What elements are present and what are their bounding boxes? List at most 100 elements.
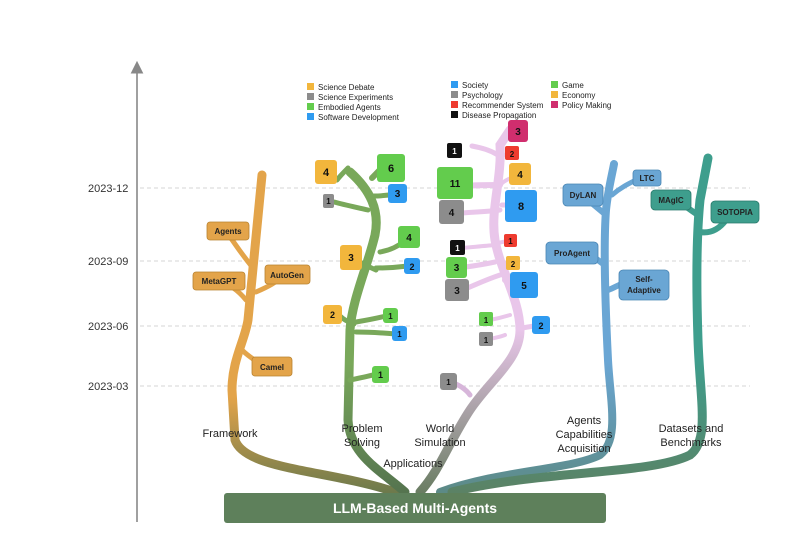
svg-text:Camel: Camel [260,363,284,372]
legend-swatch [451,101,458,108]
svg-text:11: 11 [450,179,461,190]
date-label: 2023-06 [88,321,128,333]
world-simulation-count: 4 [439,200,464,224]
world-simulation-count: 2 [532,316,550,334]
svg-text:3: 3 [395,189,401,200]
legend-swatch [307,103,314,110]
svg-text:AutoGen: AutoGen [270,271,304,280]
legend-entry: Society [462,81,488,90]
framework-item: Agents [206,221,250,241]
datasets-label: Benchmarks [660,437,722,449]
capabilities-item: LTC [632,169,662,187]
svg-text:1: 1 [326,197,331,206]
svg-text:2: 2 [511,260,516,269]
legend-swatch [451,91,458,98]
world-simulation-count: 3 [445,279,469,301]
svg-text:MetaGPT: MetaGPT [202,277,237,286]
date-label: 2023-12 [88,183,128,195]
svg-text:3: 3 [515,127,521,138]
datasets-item: MAgIC [650,189,692,211]
svg-text:2: 2 [538,321,543,331]
world-simulation-count: 1 [440,373,457,390]
legend-entry: Economy [562,91,595,100]
framework-item: Camel [251,356,293,377]
legend-swatch [307,83,314,90]
svg-text:4: 4 [406,233,412,244]
legend-entry: Embodied Agents [318,103,381,112]
legend-entry: Science Debate [318,83,375,92]
world-simulation-count: 1 [479,332,493,346]
world-simulation-label: World [426,423,455,435]
world-simulation-count: 4 [509,163,531,185]
legend-problem-solving: Science Debate Science Experiments Embod… [307,83,400,122]
svg-text:2: 2 [409,262,414,272]
framework-item: MetaGPT [192,271,246,291]
capabilities-item: DyLAN [562,183,604,207]
legend-entry: Policy Making [562,101,611,110]
legend-entry: Science Experiments [318,93,393,102]
legend-swatch [451,81,458,88]
problem-solving-count: 4 [398,226,420,248]
legend-entry: Game [562,81,584,90]
capabilities-item: ProAgent [545,241,599,265]
framework-item: AutoGen [264,264,311,285]
svg-text:1: 1 [455,244,460,253]
svg-text:1: 1 [446,378,451,387]
date-label: 2023-03 [88,381,128,393]
world-simulation-count: 1 [504,234,517,247]
problem-solving-count: 6 [377,154,405,182]
problem-solving-count: 1 [323,194,334,208]
svg-text:2: 2 [510,150,515,159]
svg-text:4: 4 [323,167,330,179]
world-simulation-count: 11 [437,167,473,199]
svg-text:Agents: Agents [214,227,242,236]
problem-solving-count: 4 [315,160,337,184]
problem-solving-count: 2 [323,305,342,324]
svg-text:1: 1 [397,330,402,339]
svg-text:3: 3 [454,286,460,297]
world-simulation-count: 8 [505,190,537,222]
problem-solving-count: 1 [392,326,407,341]
world-simulation-count: 1 [447,143,462,158]
legend-swatch [551,101,558,108]
problem-solving-count: 2 [404,258,420,274]
world-simulation-count: 5 [510,272,538,298]
world-simulation-count: 2 [506,256,520,270]
world-simulation-count: 1 [479,312,493,326]
legend-swatch [451,111,458,118]
legend-swatch [307,113,314,120]
problem-solving-count: 1 [383,308,398,323]
problem-solving-count: 3 [388,184,407,203]
svg-text:LTC: LTC [640,174,655,183]
svg-text:4: 4 [449,208,455,219]
problem-solving-label: Problem [342,423,383,435]
framework-label: Framework [202,428,258,440]
datasets-item: SOTOPIA [710,200,760,224]
svg-text:6: 6 [388,163,394,175]
legend-swatch [551,81,558,88]
legend-entry: Psychology [462,91,503,100]
svg-text:1: 1 [452,147,457,156]
problem-solving-count: 1 [372,366,389,383]
capabilities-label: Agents [567,415,602,427]
problem-solving-label: Solving [344,437,380,449]
world-simulation-count: 2 [505,146,519,160]
svg-text:MAgIC: MAgIC [658,196,684,205]
world-simulation-count: 3 [446,257,467,278]
applications-label: Applications [383,458,443,470]
problem-solving-count: 3 [340,245,362,270]
legend-entry: Disease Propagation [462,111,536,120]
svg-text:3: 3 [348,253,354,264]
svg-text:DyLAN: DyLAN [570,191,597,200]
world-simulation-count: 1 [450,240,465,255]
world-simulation-label: Simulation [414,437,465,449]
svg-text:Adaptive: Adaptive [627,286,661,295]
date-label: 2023-09 [88,256,128,268]
svg-text:1: 1 [508,237,513,246]
legend-entry: Software Development [318,113,400,122]
root-bar [224,493,606,523]
datasets-label: Datasets and [659,423,724,435]
svg-text:1: 1 [388,312,393,321]
svg-text:1: 1 [484,336,489,345]
